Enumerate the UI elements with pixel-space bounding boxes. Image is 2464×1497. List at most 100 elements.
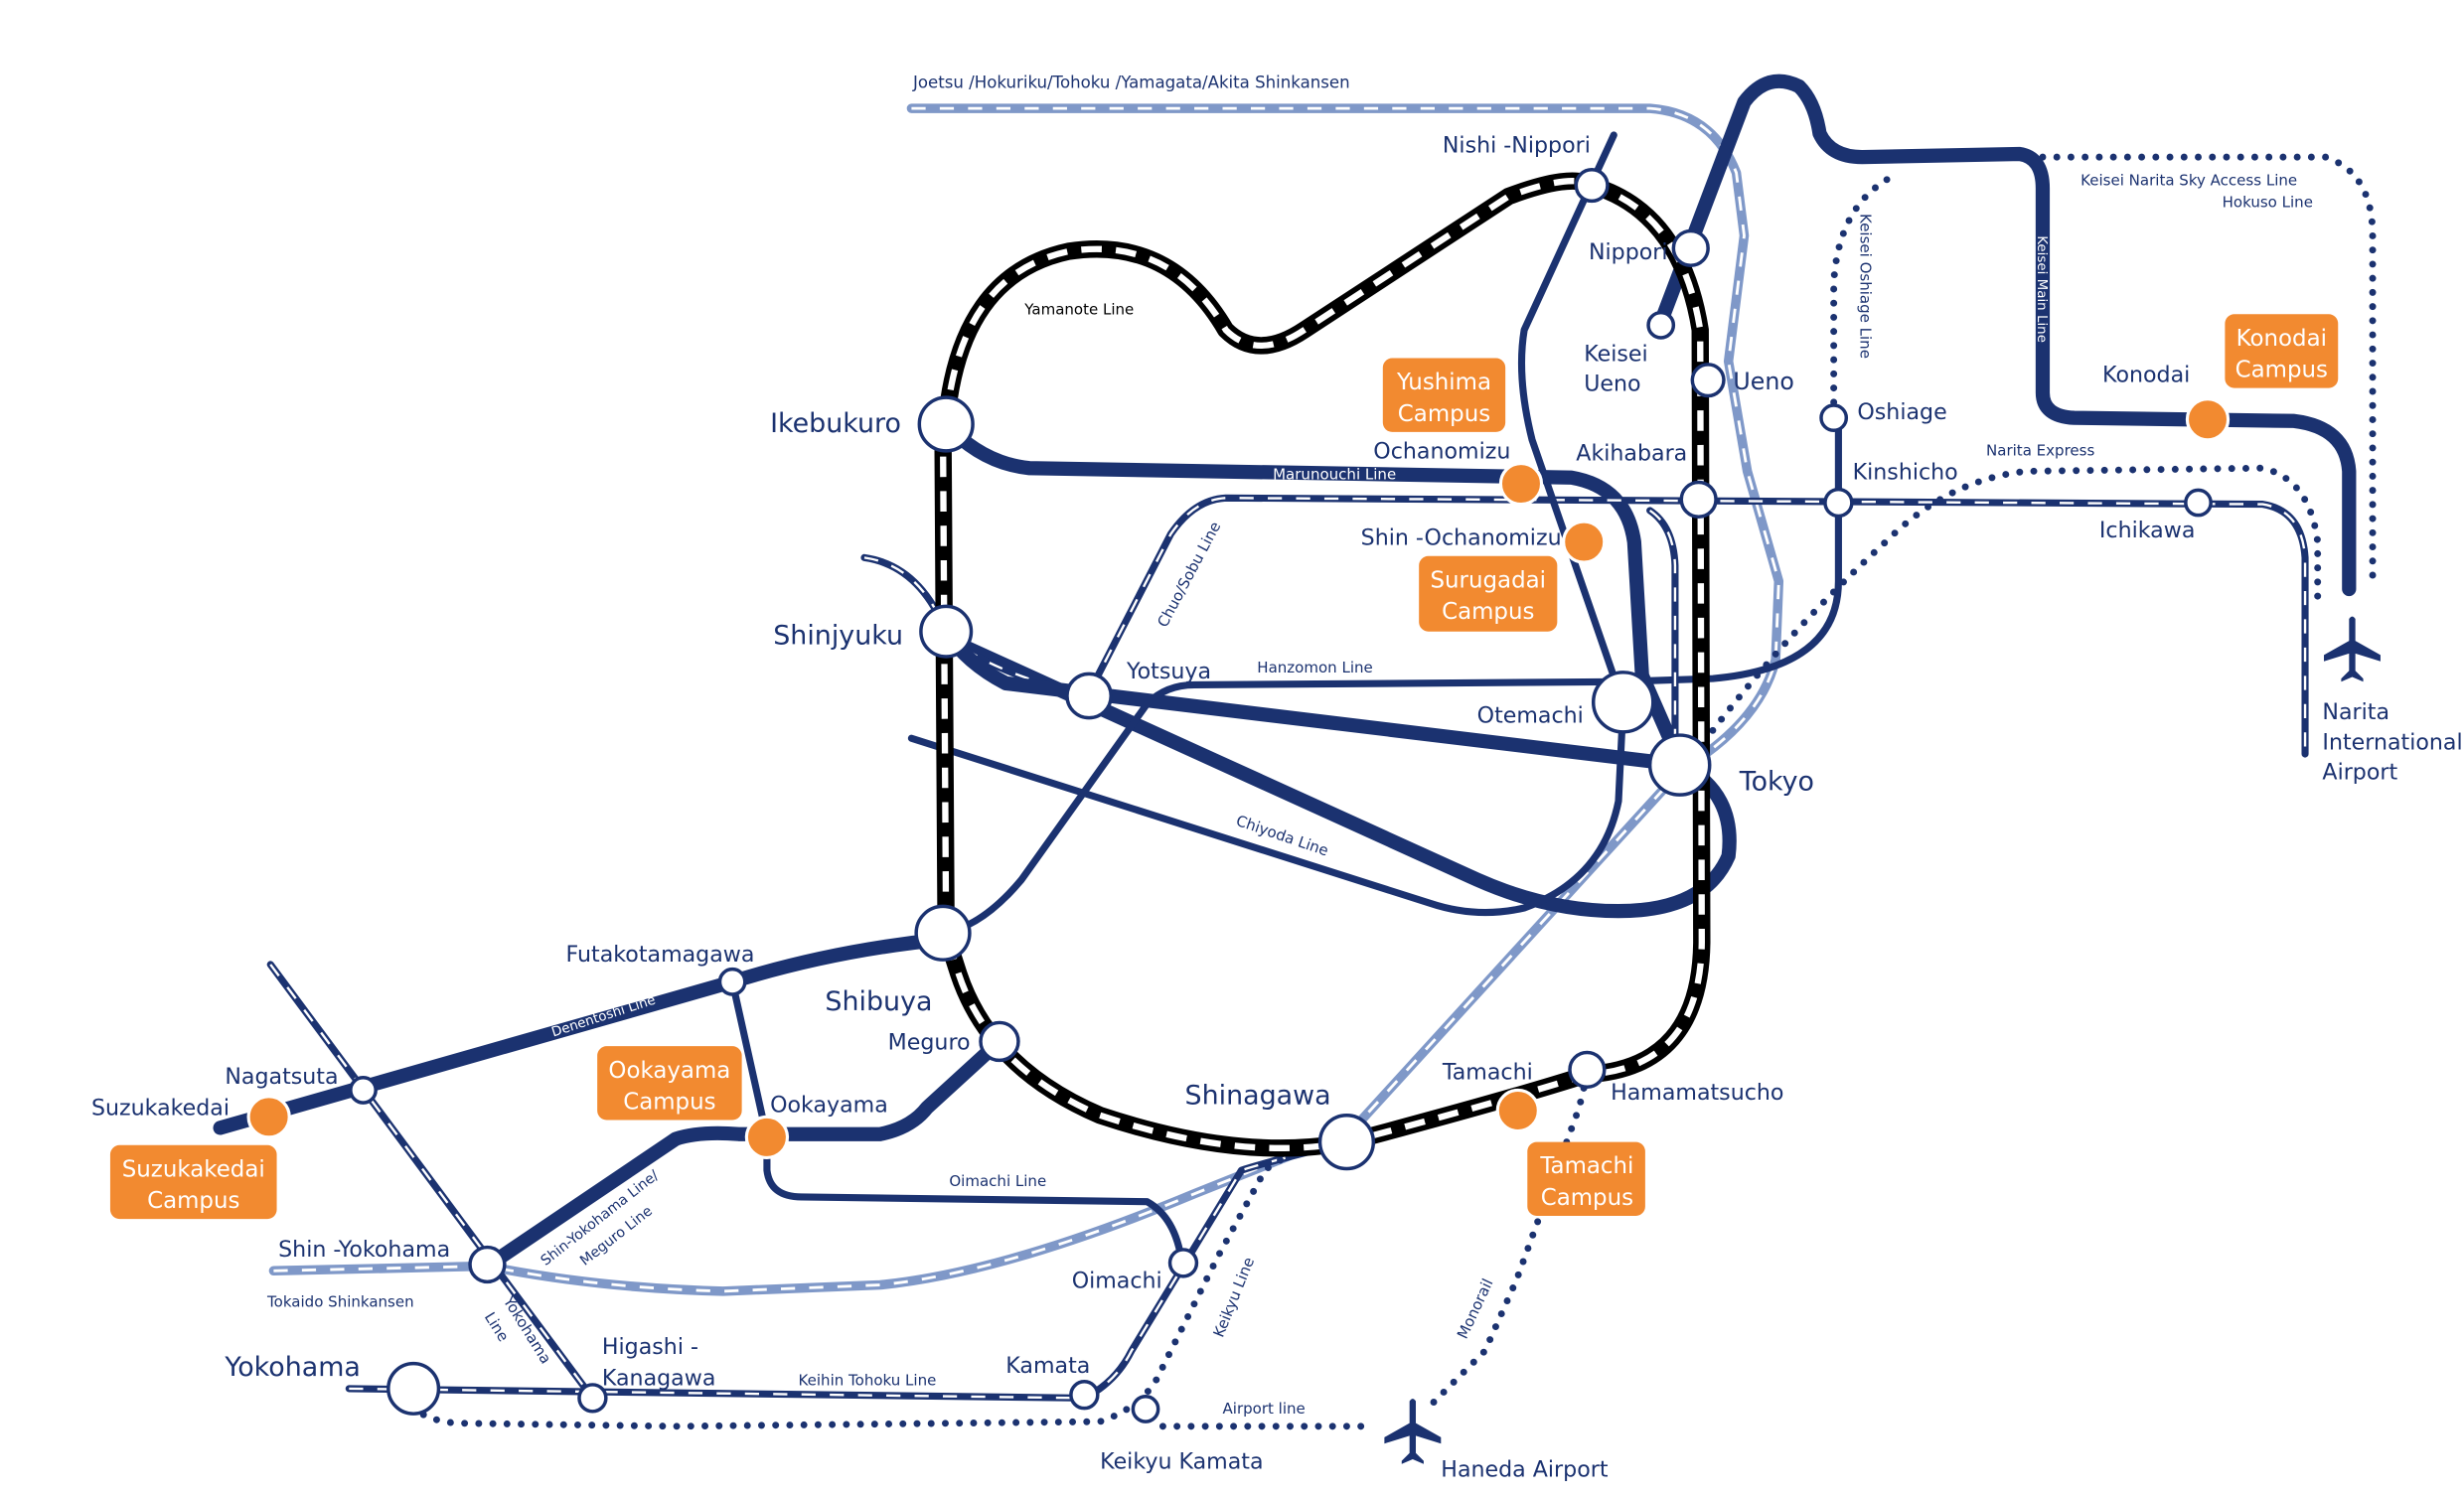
label-shinjyuku: Shinjyuku (773, 620, 903, 651)
label-keisei-oshiage-line: Keisei Oshiage Line (1857, 214, 1875, 359)
narita-sky-access-line (2039, 153, 2377, 585)
campus-yushima-sublabel: Campus (1398, 401, 1490, 427)
station-ichikawa[interactable] (2184, 488, 2213, 518)
campus-ookayama-label: Ookayama (608, 1058, 730, 1084)
station-nippori[interactable] (1671, 228, 1710, 267)
campus-suzukakedai-label: Suzukakedai (122, 1156, 265, 1182)
campus-station-ookayama[interactable] (744, 1115, 790, 1160)
label-keihin-tohoku-line: Keihin Tohoku Line (799, 1372, 937, 1390)
keisei-oshiage-line (1830, 172, 1898, 420)
monorail-line (1426, 1071, 1591, 1410)
label-nagatsuta: Nagatsuta (225, 1064, 338, 1090)
label-oimachi-line: Oimachi Line (949, 1172, 1046, 1190)
label-hokuso-line: Hokuso Line (2223, 194, 2313, 212)
label-narita-express: Narita Express (1986, 442, 2094, 460)
campus-surugadai-sublabel: Campus (1442, 599, 1534, 625)
station-keikyu-kamata[interactable] (1131, 1395, 1160, 1423)
label-yotsuya: Yotsuya (1126, 659, 1211, 684)
label-ueno: Ueno (1733, 368, 1793, 395)
station-shibuya[interactable] (914, 904, 972, 962)
station-otemachi[interactable] (1591, 671, 1655, 734)
label-tokyo: Tokyo (1739, 766, 1814, 797)
campus-station-konodai[interactable] (2185, 397, 2231, 442)
label-narita-airport-2: International (2322, 729, 2462, 755)
label-narita-airport-3: Airport (2322, 759, 2397, 785)
station-higashi-kanagawa[interactable] (577, 1383, 608, 1414)
station-ikebukuro[interactable] (917, 395, 975, 453)
label-keikyu-kamata: Keikyu Kamata (1100, 1449, 1263, 1475)
label-shibuya: Shibuya (825, 986, 932, 1017)
label-suzukakedai: Suzukakedai (91, 1096, 230, 1122)
station-oimachi[interactable] (1167, 1248, 1199, 1278)
label-airport-line: Airport line (1223, 1400, 1306, 1418)
campus-konodai-label: Konodai (2236, 326, 2327, 352)
label-yokohama: Yokohama (224, 1352, 361, 1383)
campus-ookayama[interactable]: Ookayama Campus (597, 1046, 742, 1121)
label-keikyu-line: Keikyu Line (1210, 1255, 1259, 1340)
campus-konodai[interactable]: Konodai Campus (2225, 314, 2339, 388)
label-keisei-main-line: Keisei Main Line (2034, 235, 2049, 343)
label-oshiage: Oshiage (1857, 399, 1946, 425)
label-tokaido-shinkansen: Tokaido Shinkansen (266, 1293, 414, 1311)
station-yokohama[interactable] (386, 1361, 441, 1416)
campus-suzukakedai-sublabel: Campus (147, 1188, 239, 1214)
station-kinshicho[interactable] (1823, 487, 1854, 519)
chuo-rapid-line (939, 624, 1689, 773)
label-otemachi: Otemachi (1477, 702, 1584, 728)
shinkansen-north-line (906, 103, 1784, 775)
station-nishi-nippori[interactable] (1574, 168, 1610, 204)
station-yotsuya[interactable] (1065, 672, 1113, 720)
campus-station-shin-ochanomizu[interactable] (1562, 520, 1607, 564)
campus-station-suzukakedai[interactable] (246, 1095, 291, 1139)
campus-tamachi-sublabel: Campus (1541, 1185, 1633, 1211)
label-nishi-nippori: Nishi -Nippori (1443, 132, 1591, 158)
label-haneda-airport: Haneda Airport (1441, 1456, 1609, 1482)
campus-ookayama-sublabel: Campus (623, 1089, 715, 1115)
campus-yushima-label: Yushima (1396, 370, 1491, 395)
label-ochanomizu: Ochanomizu (1373, 439, 1510, 465)
label-ookayama: Ookayama (770, 1093, 888, 1119)
station-hamamatsucho[interactable] (1568, 1050, 1607, 1090)
label-monorail: Monorail (1454, 1275, 1497, 1341)
station-kamata[interactable] (1069, 1380, 1100, 1411)
campus-yushima[interactable]: Yushima Campus (1382, 358, 1506, 432)
chiyoda-line (907, 699, 1627, 917)
station-shin-yokohama[interactable] (468, 1245, 507, 1284)
station-shinjyuku[interactable] (919, 604, 974, 659)
campus-station-ochanomizu[interactable] (1498, 461, 1544, 507)
hanzomon-line (939, 412, 1842, 937)
label-marunouchi-line: Marunouchi Line (1273, 465, 1396, 483)
station-akihabara[interactable] (1679, 480, 1718, 519)
label-futakotamagawa: Futakotamagawa (566, 942, 755, 968)
station-futakotamagawa[interactable] (717, 967, 747, 996)
campus-suzukakedai[interactable]: Suzukakedai Campus (109, 1144, 277, 1220)
label-narita-airport: Narita (2322, 699, 2389, 725)
label-kinshicho: Kinshicho (1853, 459, 1958, 485)
station-keisei-ueno[interactable] (1646, 310, 1676, 340)
station-ueno[interactable] (1690, 363, 1726, 398)
label-ikebukuro: Ikebukuro (770, 408, 901, 439)
campus-tamachi[interactable]: Tamachi Campus (1527, 1141, 1645, 1216)
label-higashi-kanagawa: Higashi - (602, 1334, 698, 1360)
station-meguro[interactable] (979, 1020, 1020, 1063)
campus-station-tamachi[interactable] (1495, 1088, 1540, 1133)
label-tamachi: Tamachi (1442, 1059, 1533, 1085)
keisei-main-line (1653, 74, 2357, 597)
label-shinkansen-north: Joetsu /Hokuriku/Tohoku /Yamagata/Akita … (912, 74, 1350, 92)
station-nagatsuta[interactable] (349, 1076, 378, 1105)
tokaido-shinkansen-line (268, 765, 1687, 1296)
label-shin-yokohama: Shin -Yokohama (278, 1237, 450, 1263)
label-hamamatsucho: Hamamatsucho (1611, 1080, 1783, 1106)
campus-surugadai[interactable]: Surugadai Campus (1419, 555, 1558, 632)
label-kamata: Kamata (1005, 1353, 1090, 1379)
label-meguro: Meguro (888, 1029, 971, 1055)
station-shinagawa[interactable] (1317, 1113, 1376, 1171)
label-akihabara: Akihabara (1576, 440, 1687, 466)
label-shin-ochanomizu: Shin -Ochanomizu (1361, 525, 1562, 551)
label-keisei-narita-sky-access-line: Keisei Narita Sky Access Line (2080, 172, 2297, 190)
station-tokyo[interactable] (1647, 733, 1712, 797)
label-yamanote-line: Yamanote Line (1023, 300, 1134, 318)
station-oshiage[interactable] (1819, 403, 1849, 433)
campus-konodai-sublabel: Campus (2235, 358, 2328, 383)
